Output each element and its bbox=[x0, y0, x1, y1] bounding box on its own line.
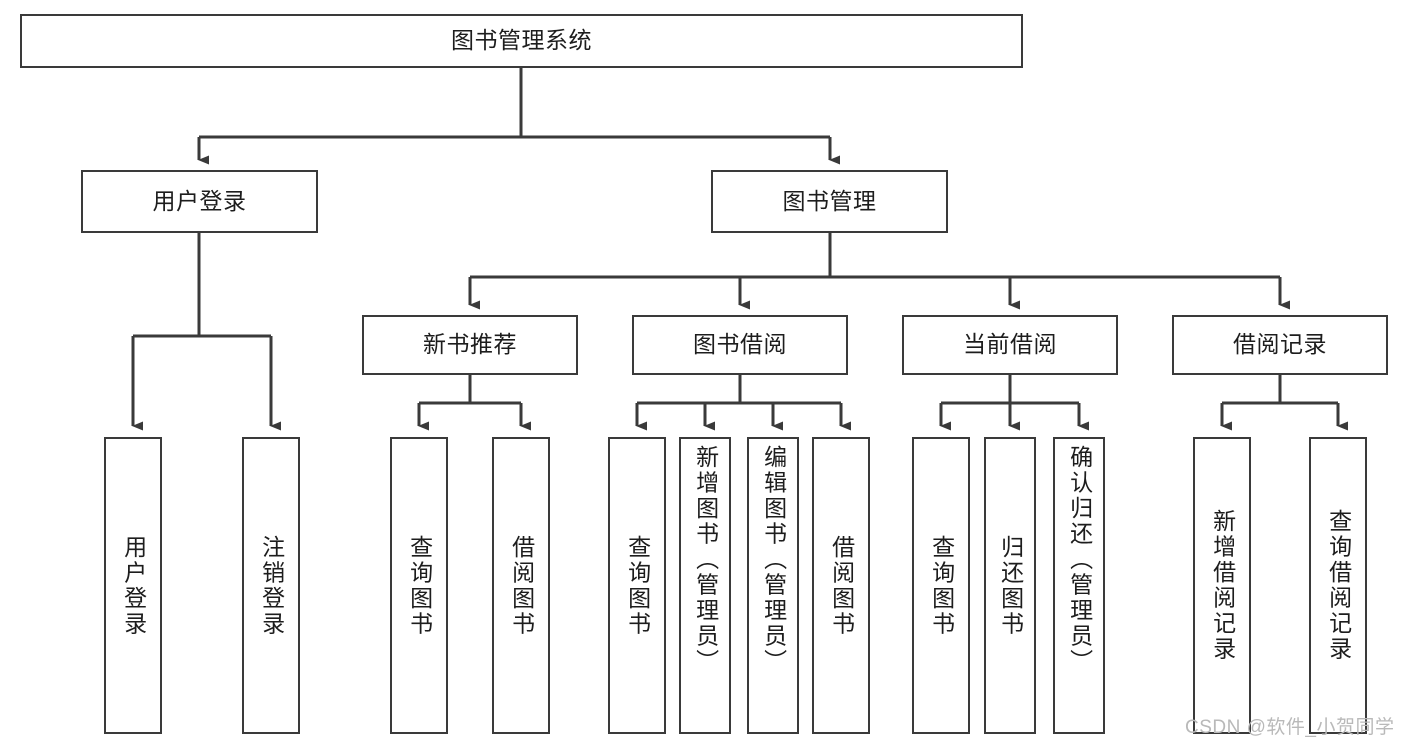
node-current-borrow-label: 当前借阅 bbox=[963, 331, 1057, 358]
leaf-borrow-borrow-book-label: 借阅图书 bbox=[828, 534, 855, 637]
leaf-record-query-record[interactable]: 查询借阅记录 bbox=[1309, 437, 1367, 734]
node-book-management-label: 图书管理 bbox=[782, 187, 877, 214]
node-user-login-label: 用户登录 bbox=[152, 187, 247, 214]
node-current-borrow[interactable]: 当前借阅 bbox=[902, 315, 1118, 375]
node-root-label: 图书管理系统 bbox=[451, 27, 592, 54]
leaf-borrow-edit-book-label: 编辑图书（管理员） bbox=[760, 445, 787, 675]
leaf-borrow-add-book-label: 新增图书（管理员） bbox=[692, 445, 719, 675]
node-borrow-record-label: 借阅记录 bbox=[1233, 331, 1327, 358]
leaf-user-login-signin[interactable]: 用户登录 bbox=[104, 437, 162, 734]
leaf-user-login-signout[interactable]: 注销登录 bbox=[242, 437, 300, 734]
leaf-recommend-borrow-book-label: 借阅图书 bbox=[508, 534, 535, 637]
node-user-login[interactable]: 用户登录 bbox=[81, 170, 318, 233]
node-book-borrow[interactable]: 图书借阅 bbox=[632, 315, 848, 375]
leaf-current-return-book[interactable]: 归还图书 bbox=[984, 437, 1036, 734]
leaf-borrow-add-book[interactable]: 新增图书（管理员） bbox=[679, 437, 731, 734]
leaf-borrow-borrow-book[interactable]: 借阅图书 bbox=[812, 437, 870, 734]
node-root[interactable]: 图书管理系统 bbox=[20, 14, 1023, 68]
leaf-record-add-record[interactable]: 新增借阅记录 bbox=[1193, 437, 1251, 734]
leaf-borrow-query-book-label: 查询图书 bbox=[624, 534, 651, 637]
node-borrow-record[interactable]: 借阅记录 bbox=[1172, 315, 1388, 375]
leaf-current-query-book-label: 查询图书 bbox=[928, 534, 955, 637]
leaf-recommend-borrow-book[interactable]: 借阅图书 bbox=[492, 437, 550, 734]
node-book-borrow-label: 图书借阅 bbox=[693, 331, 787, 358]
leaf-user-login-signin-label: 用户登录 bbox=[120, 534, 147, 637]
node-book-management[interactable]: 图书管理 bbox=[711, 170, 948, 233]
leaf-current-confirm-return[interactable]: 确认归还（管理员） bbox=[1053, 437, 1105, 734]
leaf-borrow-edit-book[interactable]: 编辑图书（管理员） bbox=[747, 437, 799, 734]
leaf-record-add-record-label: 新增借阅记录 bbox=[1209, 509, 1236, 662]
leaf-current-query-book[interactable]: 查询图书 bbox=[912, 437, 970, 734]
leaf-recommend-query-book[interactable]: 查询图书 bbox=[390, 437, 448, 734]
leaf-recommend-query-book-label: 查询图书 bbox=[406, 534, 433, 637]
node-new-book-recommend[interactable]: 新书推荐 bbox=[362, 315, 578, 375]
leaf-user-login-signout-label: 注销登录 bbox=[258, 534, 285, 637]
leaf-borrow-query-book[interactable]: 查询图书 bbox=[608, 437, 666, 734]
leaf-record-query-record-label: 查询借阅记录 bbox=[1325, 509, 1352, 662]
leaf-current-confirm-return-label: 确认归还（管理员） bbox=[1066, 445, 1093, 675]
node-new-book-recommend-label: 新书推荐 bbox=[423, 331, 517, 358]
csdn-watermark: CSDN @软件_小贺同学 bbox=[1185, 717, 1395, 738]
leaf-current-return-book-label: 归还图书 bbox=[997, 534, 1024, 637]
